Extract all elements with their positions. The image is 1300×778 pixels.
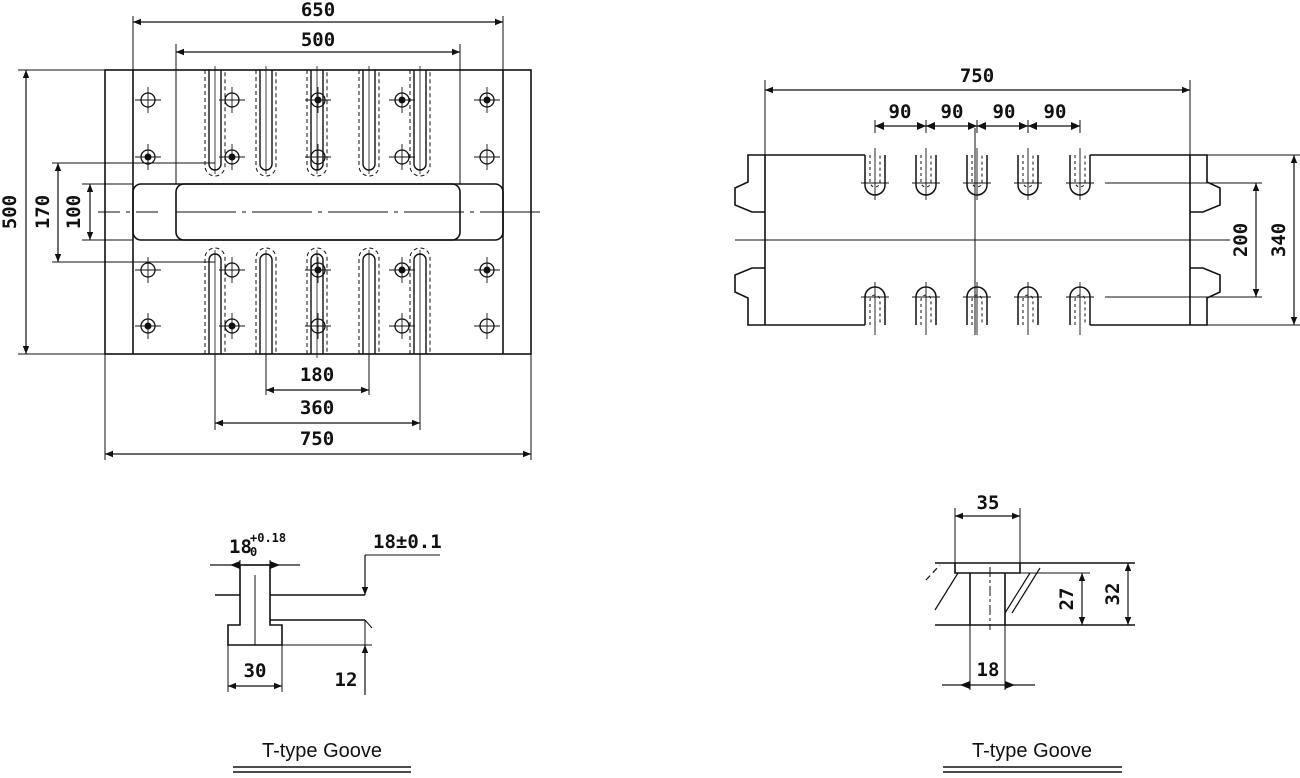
label-750-bottom: 750 bbox=[300, 428, 334, 450]
t-groove-right-profile bbox=[935, 562, 1135, 626]
upper-slot-4 bbox=[358, 66, 380, 177]
side-bottom-slot-4 bbox=[1014, 282, 1042, 335]
label-18-neck: 18 bbox=[977, 659, 1000, 681]
hole-12 bbox=[219, 257, 245, 283]
hole-7 bbox=[219, 144, 245, 170]
hole-13 bbox=[305, 257, 331, 283]
hole-8 bbox=[305, 144, 331, 170]
side-top-slot-4 bbox=[1014, 148, 1042, 200]
side-bottom-slot-5 bbox=[1066, 282, 1094, 335]
caption-left: T-type Goove bbox=[262, 740, 382, 762]
label-200: 200 bbox=[1230, 223, 1252, 257]
hole-15 bbox=[474, 257, 500, 283]
label-90-1: 90 bbox=[889, 101, 912, 123]
label-360: 360 bbox=[300, 397, 334, 419]
label-18-slot: 18 bbox=[229, 536, 252, 558]
left-end-profile bbox=[734, 154, 765, 326]
label-90-2: 90 bbox=[941, 101, 964, 123]
upper-slot-3 bbox=[306, 66, 328, 177]
hole-2 bbox=[219, 87, 245, 113]
upper-slot-5 bbox=[409, 66, 431, 177]
t-groove-detail-left bbox=[210, 554, 440, 695]
label-180: 180 bbox=[300, 364, 334, 386]
lower-slot-2 bbox=[255, 247, 277, 358]
label-27: 27 bbox=[1056, 588, 1078, 611]
hole-20 bbox=[474, 313, 500, 339]
side-bottom-slots bbox=[861, 282, 1094, 335]
hole-18 bbox=[305, 313, 331, 339]
lower-slots bbox=[204, 247, 431, 358]
t-groove-left-profile bbox=[215, 564, 365, 646]
hole-3 bbox=[305, 87, 331, 113]
lower-slot-5 bbox=[409, 247, 431, 358]
hole-6 bbox=[135, 144, 161, 170]
label-18-tolerance: 18±0.1 bbox=[373, 531, 442, 553]
label-750-side: 750 bbox=[960, 65, 994, 87]
t-groove-detail-right bbox=[925, 508, 1135, 690]
plan-view bbox=[18, 16, 545, 460]
label-500-top: 500 bbox=[301, 29, 335, 51]
label-170: 170 bbox=[32, 195, 54, 229]
hole-1 bbox=[135, 87, 161, 113]
label-tol-lower: 0 bbox=[250, 545, 257, 559]
side-top-slot-2 bbox=[912, 148, 940, 200]
hole-10 bbox=[474, 144, 500, 170]
label-tol-upper: +0.18 bbox=[250, 531, 286, 545]
label-100: 100 bbox=[63, 195, 85, 229]
lower-slot-4 bbox=[358, 247, 380, 358]
groove-right-labels: 35 27 32 18 T-type Goove bbox=[943, 492, 1124, 773]
mounting-holes bbox=[135, 87, 500, 339]
side-top-slot-5 bbox=[1066, 148, 1094, 200]
label-30: 30 bbox=[244, 660, 267, 682]
side-top-slot-3 bbox=[963, 148, 991, 200]
hole-14 bbox=[389, 257, 415, 283]
groove-left-labels: 18 +0.18 0 18±0.1 30 12 T-type Goove bbox=[229, 531, 442, 773]
pitch-ticks bbox=[874, 120, 1081, 133]
hole-19 bbox=[389, 313, 415, 339]
upper-slot-1 bbox=[204, 66, 226, 177]
label-340: 340 bbox=[1268, 223, 1290, 257]
label-90-3: 90 bbox=[993, 101, 1016, 123]
side-view bbox=[734, 80, 1300, 335]
label-32: 32 bbox=[1102, 583, 1124, 606]
lower-slot-3 bbox=[306, 247, 328, 358]
hole-9 bbox=[389, 144, 415, 170]
lower-slot-1 bbox=[204, 247, 226, 358]
side-body-outline bbox=[764, 154, 1191, 326]
side-bottom-slot-1 bbox=[861, 282, 889, 335]
hole-17 bbox=[219, 313, 245, 339]
upper-slots bbox=[204, 66, 431, 177]
hole-11 bbox=[135, 257, 161, 283]
side-bottom-slot-2 bbox=[912, 282, 940, 335]
hole-5 bbox=[474, 87, 500, 113]
side-top-slot-1 bbox=[861, 148, 889, 200]
plan-dimension-labels: 650 500 500 170 100 180 360 750 bbox=[0, 0, 335, 450]
hole-4 bbox=[389, 87, 415, 113]
upper-slot-2 bbox=[255, 66, 277, 177]
label-90-4: 90 bbox=[1044, 101, 1067, 123]
label-650: 650 bbox=[301, 0, 335, 21]
side-top-slots bbox=[861, 148, 1094, 200]
caption-right: T-type Goove bbox=[972, 740, 1092, 762]
side-bottom-slot-3 bbox=[963, 282, 991, 335]
label-35: 35 bbox=[977, 492, 1000, 514]
hole-16 bbox=[135, 313, 161, 339]
side-dimension-labels: 750 90 90 90 90 200 340 bbox=[889, 65, 1290, 257]
label-12: 12 bbox=[335, 669, 358, 691]
label-500-left: 500 bbox=[0, 195, 21, 229]
